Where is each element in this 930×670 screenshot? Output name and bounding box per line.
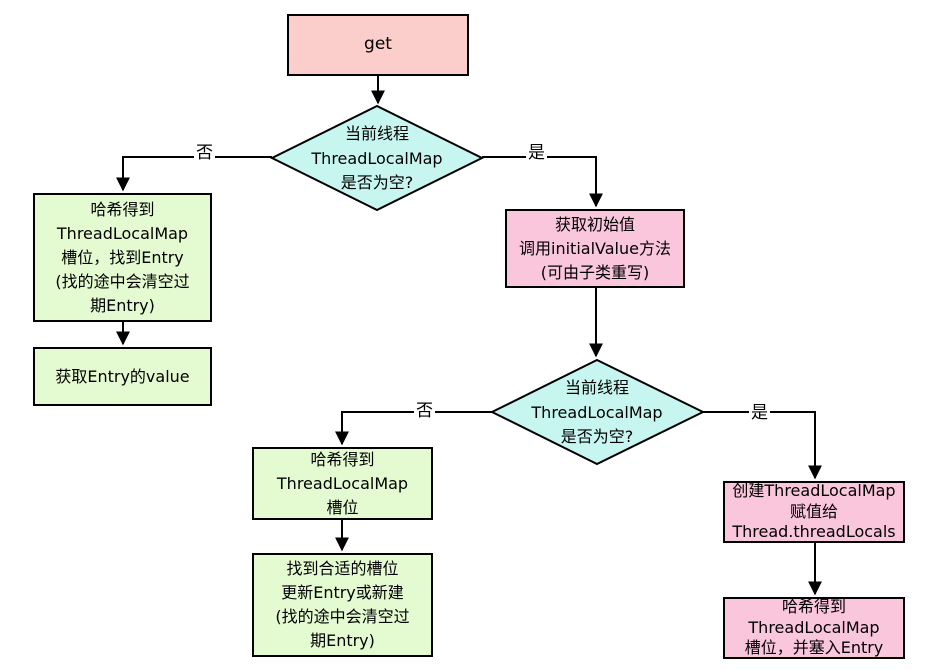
flow-node-find-slot-update-entry: 找到合适的槽位 更新Entry或新建 (找的途中会清空过 期Entry) [252, 553, 433, 657]
decision2-diamond-shape [489, 358, 706, 466]
edge-label-decision1-yes: 是 [526, 143, 547, 163]
edge-label-decision1-no: 否 [194, 143, 215, 163]
edge-label-decision2-yes: 是 [749, 403, 770, 423]
flow-node-get-initial-value: 获取初始值 调用initialValue方法 (可由子类重写) [505, 209, 685, 288]
hash-find-entry-label: 哈希得到 ThreadLocalMap 槽位，找到Entry (找的途中会清空过… [55, 199, 190, 315]
flow-node-get-entry-value: 获取Entry的value [33, 347, 212, 406]
create-map-assign-label: 创建ThreadLocalMap 赋值给 Thread.threadLocals [732, 480, 896, 542]
flow-node-start-get: get [287, 14, 469, 76]
edge-decision2-no-to-hash-slot [335, 411, 492, 446]
edge-decision1-yes-to-initial [482, 156, 603, 208]
flow-node-hash-find-entry: 哈希得到 ThreadLocalMap 槽位，找到Entry (找的途中会清空过… [33, 193, 212, 322]
get-initial-value-label: 获取初始值 调用initialValue方法 (可由子类重写) [519, 214, 671, 282]
hash-slot-insert-entry-label: 哈希得到 ThreadLocalMap 槽位，并塞入Entry [744, 596, 884, 658]
edge-label-decision2-no: 否 [414, 401, 435, 421]
flow-node-hash-slot-insert-entry: 哈希得到 ThreadLocalMap 槽位，并塞入Entry [723, 597, 905, 659]
get-entry-value-label: 获取Entry的value [55, 366, 190, 386]
decision1-diamond-shape [269, 104, 485, 212]
flow-node-hash-get-slot: 哈希得到 ThreadLocalMap 槽位 [252, 447, 433, 520]
start-get-label: get [364, 34, 392, 55]
edge-decision2-yes-to-create-map [703, 411, 822, 480]
flow-node-create-map-assign: 创建ThreadLocalMap 赋值给 Thread.threadLocals [723, 481, 905, 543]
edge-decision1-no-to-hash-find [116, 156, 272, 192]
hash-get-slot-label: 哈希得到 ThreadLocalMap 槽位 [276, 449, 409, 517]
find-slot-update-entry-label: 找到合适的槽位 更新Entry或新建 (找的途中会清空过 期Entry) [275, 559, 410, 650]
